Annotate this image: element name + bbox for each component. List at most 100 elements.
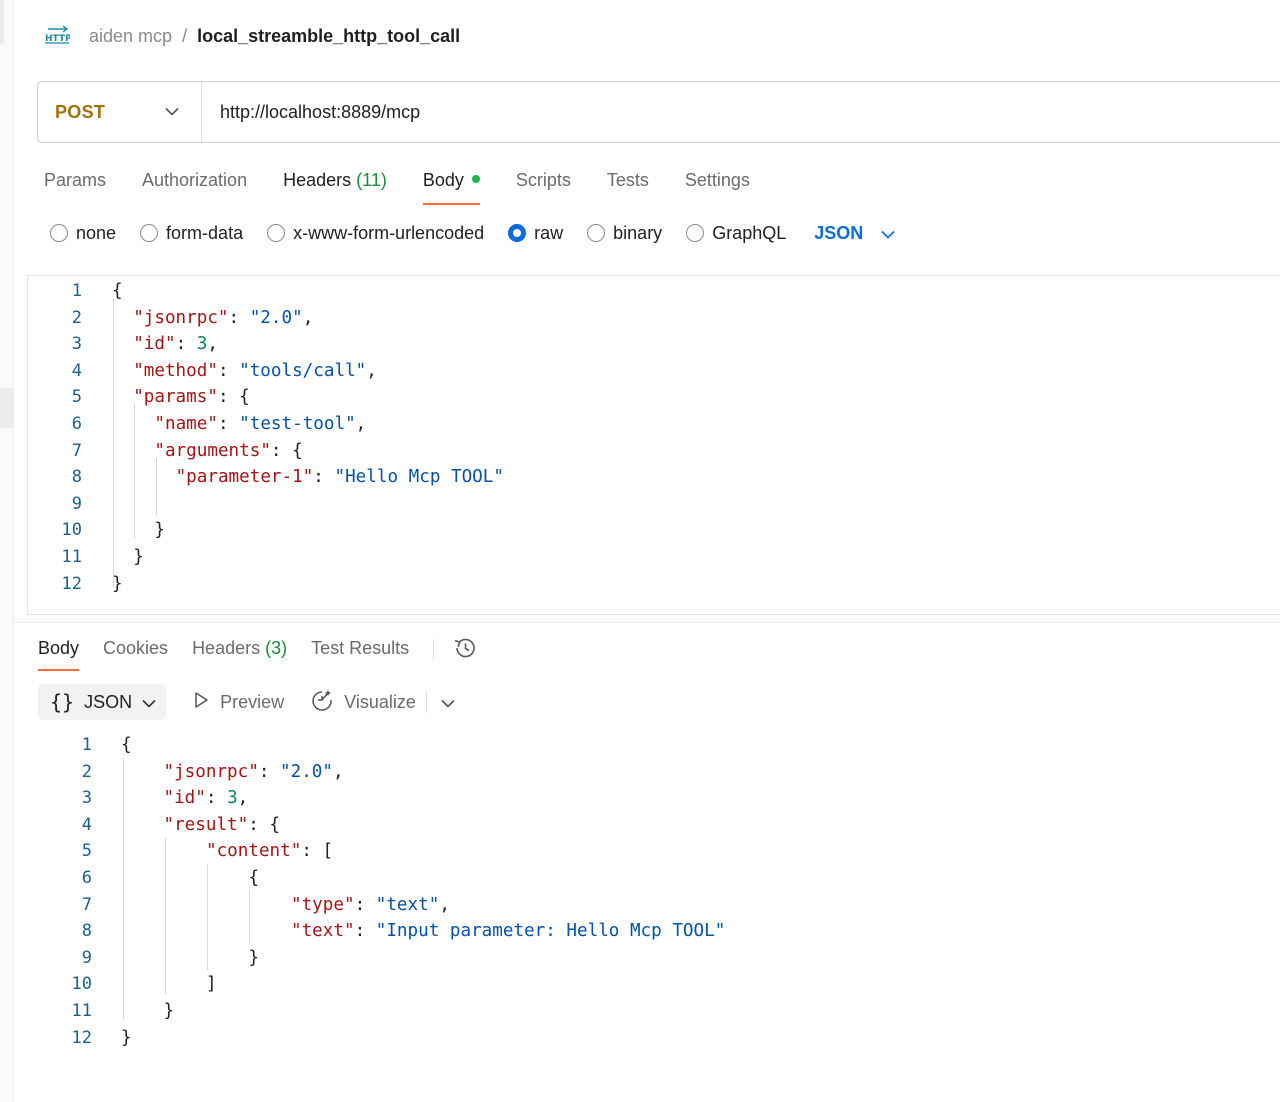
raw-format-label: JSON xyxy=(814,222,864,243)
tab-label: Params xyxy=(44,170,107,190)
radio-form-data[interactable]: form-data xyxy=(140,223,243,244)
line-number: 3 xyxy=(81,788,92,809)
line-number: 8 xyxy=(71,467,82,488)
radio-circle xyxy=(267,224,286,242)
code-token: { xyxy=(248,868,260,888)
code-token: "2.0" xyxy=(280,761,333,782)
radio-label: binary xyxy=(613,222,663,243)
code-token: "test-tool" xyxy=(239,414,356,434)
tab-body[interactable]: Body xyxy=(422,165,480,205)
tab-tests[interactable]: Tests xyxy=(607,165,649,205)
indent-guide xyxy=(165,838,166,994)
tab-label: Body xyxy=(422,170,464,190)
code-token: , xyxy=(207,334,218,355)
line-number: 7 xyxy=(71,440,82,461)
tab-settings[interactable]: Settings xyxy=(685,165,750,205)
line-number: 12 xyxy=(61,573,82,594)
code-token: "text" xyxy=(291,921,355,942)
tab-label: Settings xyxy=(684,170,750,190)
code-token: "id" xyxy=(163,788,206,809)
method-select[interactable]: POST xyxy=(38,82,202,142)
tab-params[interactable]: Params xyxy=(44,165,106,205)
preview-button[interactable]: Preview xyxy=(192,691,284,714)
response-tab-test-results[interactable]: Test Results xyxy=(311,635,409,671)
code-token: : [ xyxy=(301,841,334,862)
code-line: } xyxy=(249,945,260,971)
line-number: 8 xyxy=(81,921,92,942)
breadcrumb-collection[interactable]: aiden mcp xyxy=(89,25,173,46)
visualize-button[interactable]: Visualize xyxy=(310,689,416,716)
code-line: { xyxy=(249,865,260,891)
radio-label: none xyxy=(76,222,117,243)
tab-label: Headers xyxy=(192,638,261,658)
code-line: } xyxy=(112,571,123,597)
line-number: 6 xyxy=(71,414,82,434)
code-line: "id": 3, xyxy=(133,331,218,357)
line-number: 7 xyxy=(81,894,92,915)
code-token: : xyxy=(258,761,281,782)
radio-none[interactable]: none xyxy=(50,223,116,244)
code-token: : xyxy=(205,788,228,809)
indent-guide xyxy=(123,758,124,1020)
indent-guide xyxy=(249,890,250,944)
code-token: , xyxy=(355,414,367,434)
code-token: } xyxy=(154,520,165,541)
play-icon xyxy=(192,691,220,714)
code-token: } xyxy=(121,1027,132,1048)
rail-marker xyxy=(0,0,4,44)
code-token: } xyxy=(163,1001,175,1021)
code-line: } xyxy=(154,517,165,543)
visualize-options-button[interactable] xyxy=(441,692,455,713)
code-line: } xyxy=(121,1025,132,1051)
indent-guide xyxy=(156,458,157,516)
request-name[interactable]: local_streamble_http_tool_call xyxy=(197,25,461,46)
code-token: "2.0" xyxy=(249,307,303,328)
code-line: { xyxy=(112,278,123,304)
code-line: "text": "Input parameter: Hello Mcp TOOL… xyxy=(291,918,725,944)
history-button[interactable] xyxy=(452,635,478,671)
tab-authorization[interactable]: Authorization xyxy=(142,165,247,205)
tab-label: Cookies xyxy=(103,638,169,658)
code-token: : xyxy=(354,894,376,915)
code-token: : xyxy=(228,307,250,328)
radio-label: form-data xyxy=(166,222,244,243)
braces-icon: {} xyxy=(50,690,75,714)
code-token: : xyxy=(217,360,240,381)
code-token: "result" xyxy=(163,814,249,835)
code-token: "Input parameter: Hello Mcp TOOL" xyxy=(375,921,726,942)
url-input[interactable] xyxy=(202,82,1280,142)
response-format-label: JSON xyxy=(84,691,133,712)
radio-raw[interactable]: raw xyxy=(508,223,563,244)
code-token: } xyxy=(133,547,144,567)
radio-x-www-form-urlencoded[interactable]: x-www-form-urlencoded xyxy=(267,223,484,244)
response-tab-cookies[interactable]: Cookies xyxy=(103,635,168,671)
code-token: } xyxy=(112,573,123,594)
code-token: "tools/call" xyxy=(239,360,367,381)
code-token: "text" xyxy=(375,894,440,915)
response-tab-body[interactable]: Body xyxy=(38,635,80,671)
tab-label: Tests xyxy=(606,170,649,190)
url-bar: POST xyxy=(37,81,1280,143)
rail-marker xyxy=(0,388,14,428)
radio-binary[interactable]: binary xyxy=(587,223,662,244)
response-tab-headers[interactable]: Headers (3) xyxy=(192,635,287,671)
line-number: 1 xyxy=(71,281,82,301)
code-line: "type": "text", xyxy=(291,892,450,918)
radio-circle xyxy=(686,224,705,242)
tab-scripts[interactable]: Scripts xyxy=(516,165,571,205)
history-icon xyxy=(452,638,478,664)
radio-graphql[interactable]: GraphQL xyxy=(686,223,786,244)
raw-format-select[interactable]: JSON xyxy=(814,223,895,244)
code-token: : { xyxy=(248,814,281,835)
response-format-select[interactable]: {} JSON xyxy=(38,684,167,720)
line-number: 6 xyxy=(81,868,92,888)
chevron-down-icon xyxy=(165,103,179,121)
code-line: "jsonrpc": "2.0", xyxy=(164,759,344,785)
code-line: ] xyxy=(206,971,217,997)
tab-headers[interactable]: Headers (11) xyxy=(283,165,387,205)
line-number: 5 xyxy=(71,387,82,408)
line-number: 1 xyxy=(81,735,92,755)
pane-divider[interactable] xyxy=(14,622,1280,623)
code-token: "content" xyxy=(206,841,302,862)
